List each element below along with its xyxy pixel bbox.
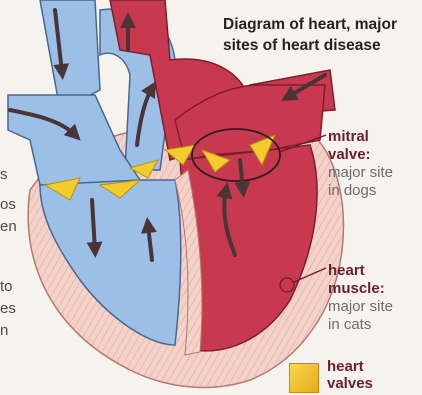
- callout-label: muscle:: [328, 280, 393, 298]
- text-fragment: to: [0, 278, 13, 296]
- text-fragment: es: [0, 300, 16, 318]
- title-line: sites of heart disease: [223, 35, 419, 56]
- callout-detail: major site: [328, 298, 393, 316]
- callout-detail: major site: [328, 164, 393, 182]
- mitral-valve-callout: mitral valve: major site in dogs: [328, 128, 393, 200]
- callout-label: heart: [328, 262, 393, 280]
- valve-legend-label: heart valves: [327, 358, 373, 392]
- diagram-title: Diagram of heart, major sites of heart d…: [223, 14, 419, 56]
- text-fragment: en: [0, 218, 17, 236]
- callout-label: mitral: [328, 128, 393, 146]
- text-fragment: s: [0, 166, 8, 184]
- text-fragment: n: [0, 322, 8, 340]
- callout-label: valve:: [328, 146, 393, 164]
- legend-line: heart: [327, 358, 373, 375]
- superior-vena-cava: [40, 0, 100, 110]
- legend-line: valves: [327, 375, 373, 392]
- text-fragment: os: [0, 196, 16, 214]
- heart-muscle-callout: heart muscle: major site in cats: [328, 262, 393, 334]
- title-line: Diagram of heart, major: [223, 14, 419, 35]
- callout-detail: in dogs: [328, 182, 393, 200]
- valve-legend-swatch: [289, 363, 319, 393]
- callout-detail: in cats: [328, 316, 393, 334]
